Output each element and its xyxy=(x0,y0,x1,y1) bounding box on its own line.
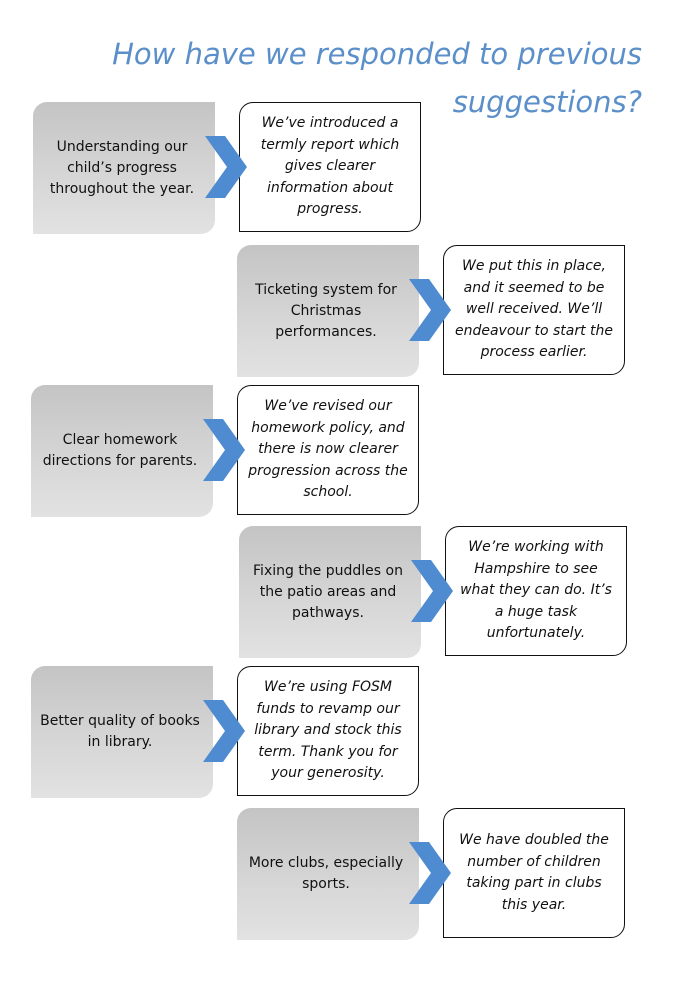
chevron-right-icon xyxy=(409,842,451,904)
chevron-right-icon xyxy=(203,419,245,481)
suggestion-box: Understanding our child’s progress throu… xyxy=(33,102,215,234)
page-title: How have we responded to previous sugges… xyxy=(112,37,642,119)
suggestion-row: More clubs, especially sports. We have d… xyxy=(237,808,627,940)
suggestion-text: More clubs, especially sports. xyxy=(248,855,404,892)
suggestion-text: Better quality of books in library. xyxy=(40,713,200,750)
suggestion-box: More clubs, especially sports. xyxy=(237,808,419,940)
suggestion-row: Better quality of books in library. We’r… xyxy=(31,666,421,798)
response-box: We’re working with Hampshire to see what… xyxy=(445,526,627,656)
response-text: We’re working with Hampshire to see what… xyxy=(460,539,612,642)
suggestion-row: Clear homework directions for parents. W… xyxy=(31,385,421,517)
response-box: We’ve revised our homework policy, and t… xyxy=(237,385,419,515)
suggestion-text: Clear homework directions for parents. xyxy=(42,432,198,469)
response-text: We’ve introduced a termly report which g… xyxy=(260,115,400,218)
suggestion-box: Fixing the puddles on the patio areas an… xyxy=(239,526,421,658)
response-box: We’ve introduced a termly report which g… xyxy=(239,102,421,232)
response-box: We have doubled the number of children t… xyxy=(443,808,625,938)
response-text: We’ve revised our homework policy, and t… xyxy=(248,398,408,501)
suggestion-box: Ticketing system for Christmas performan… xyxy=(237,245,419,377)
suggestion-row: Ticketing system for Christmas performan… xyxy=(237,245,627,377)
suggestion-row: Fixing the puddles on the patio areas an… xyxy=(239,526,629,658)
response-text: We’re using FOSM funds to revamp our lib… xyxy=(254,679,402,782)
response-text: We put this in place, and it seemed to b… xyxy=(454,258,614,361)
suggestion-text: Fixing the puddles on the patio areas an… xyxy=(253,562,403,621)
chevron-right-icon xyxy=(205,136,247,198)
chevron-right-icon xyxy=(409,279,451,341)
response-box: We put this in place, and it seemed to b… xyxy=(443,245,625,375)
chevron-right-icon xyxy=(203,700,245,762)
suggestion-row: Understanding our child’s progress throu… xyxy=(33,102,423,234)
chevron-right-icon xyxy=(411,560,453,622)
suggestion-text: Understanding our child’s progress throu… xyxy=(49,138,195,197)
response-box: We’re using FOSM funds to revamp our lib… xyxy=(237,666,419,796)
suggestion-text: Ticketing system for Christmas performan… xyxy=(255,281,397,340)
suggestion-box: Clear homework directions for parents. xyxy=(31,385,213,517)
suggestion-box: Better quality of books in library. xyxy=(31,666,213,798)
response-text: We have doubled the number of children t… xyxy=(459,832,609,913)
